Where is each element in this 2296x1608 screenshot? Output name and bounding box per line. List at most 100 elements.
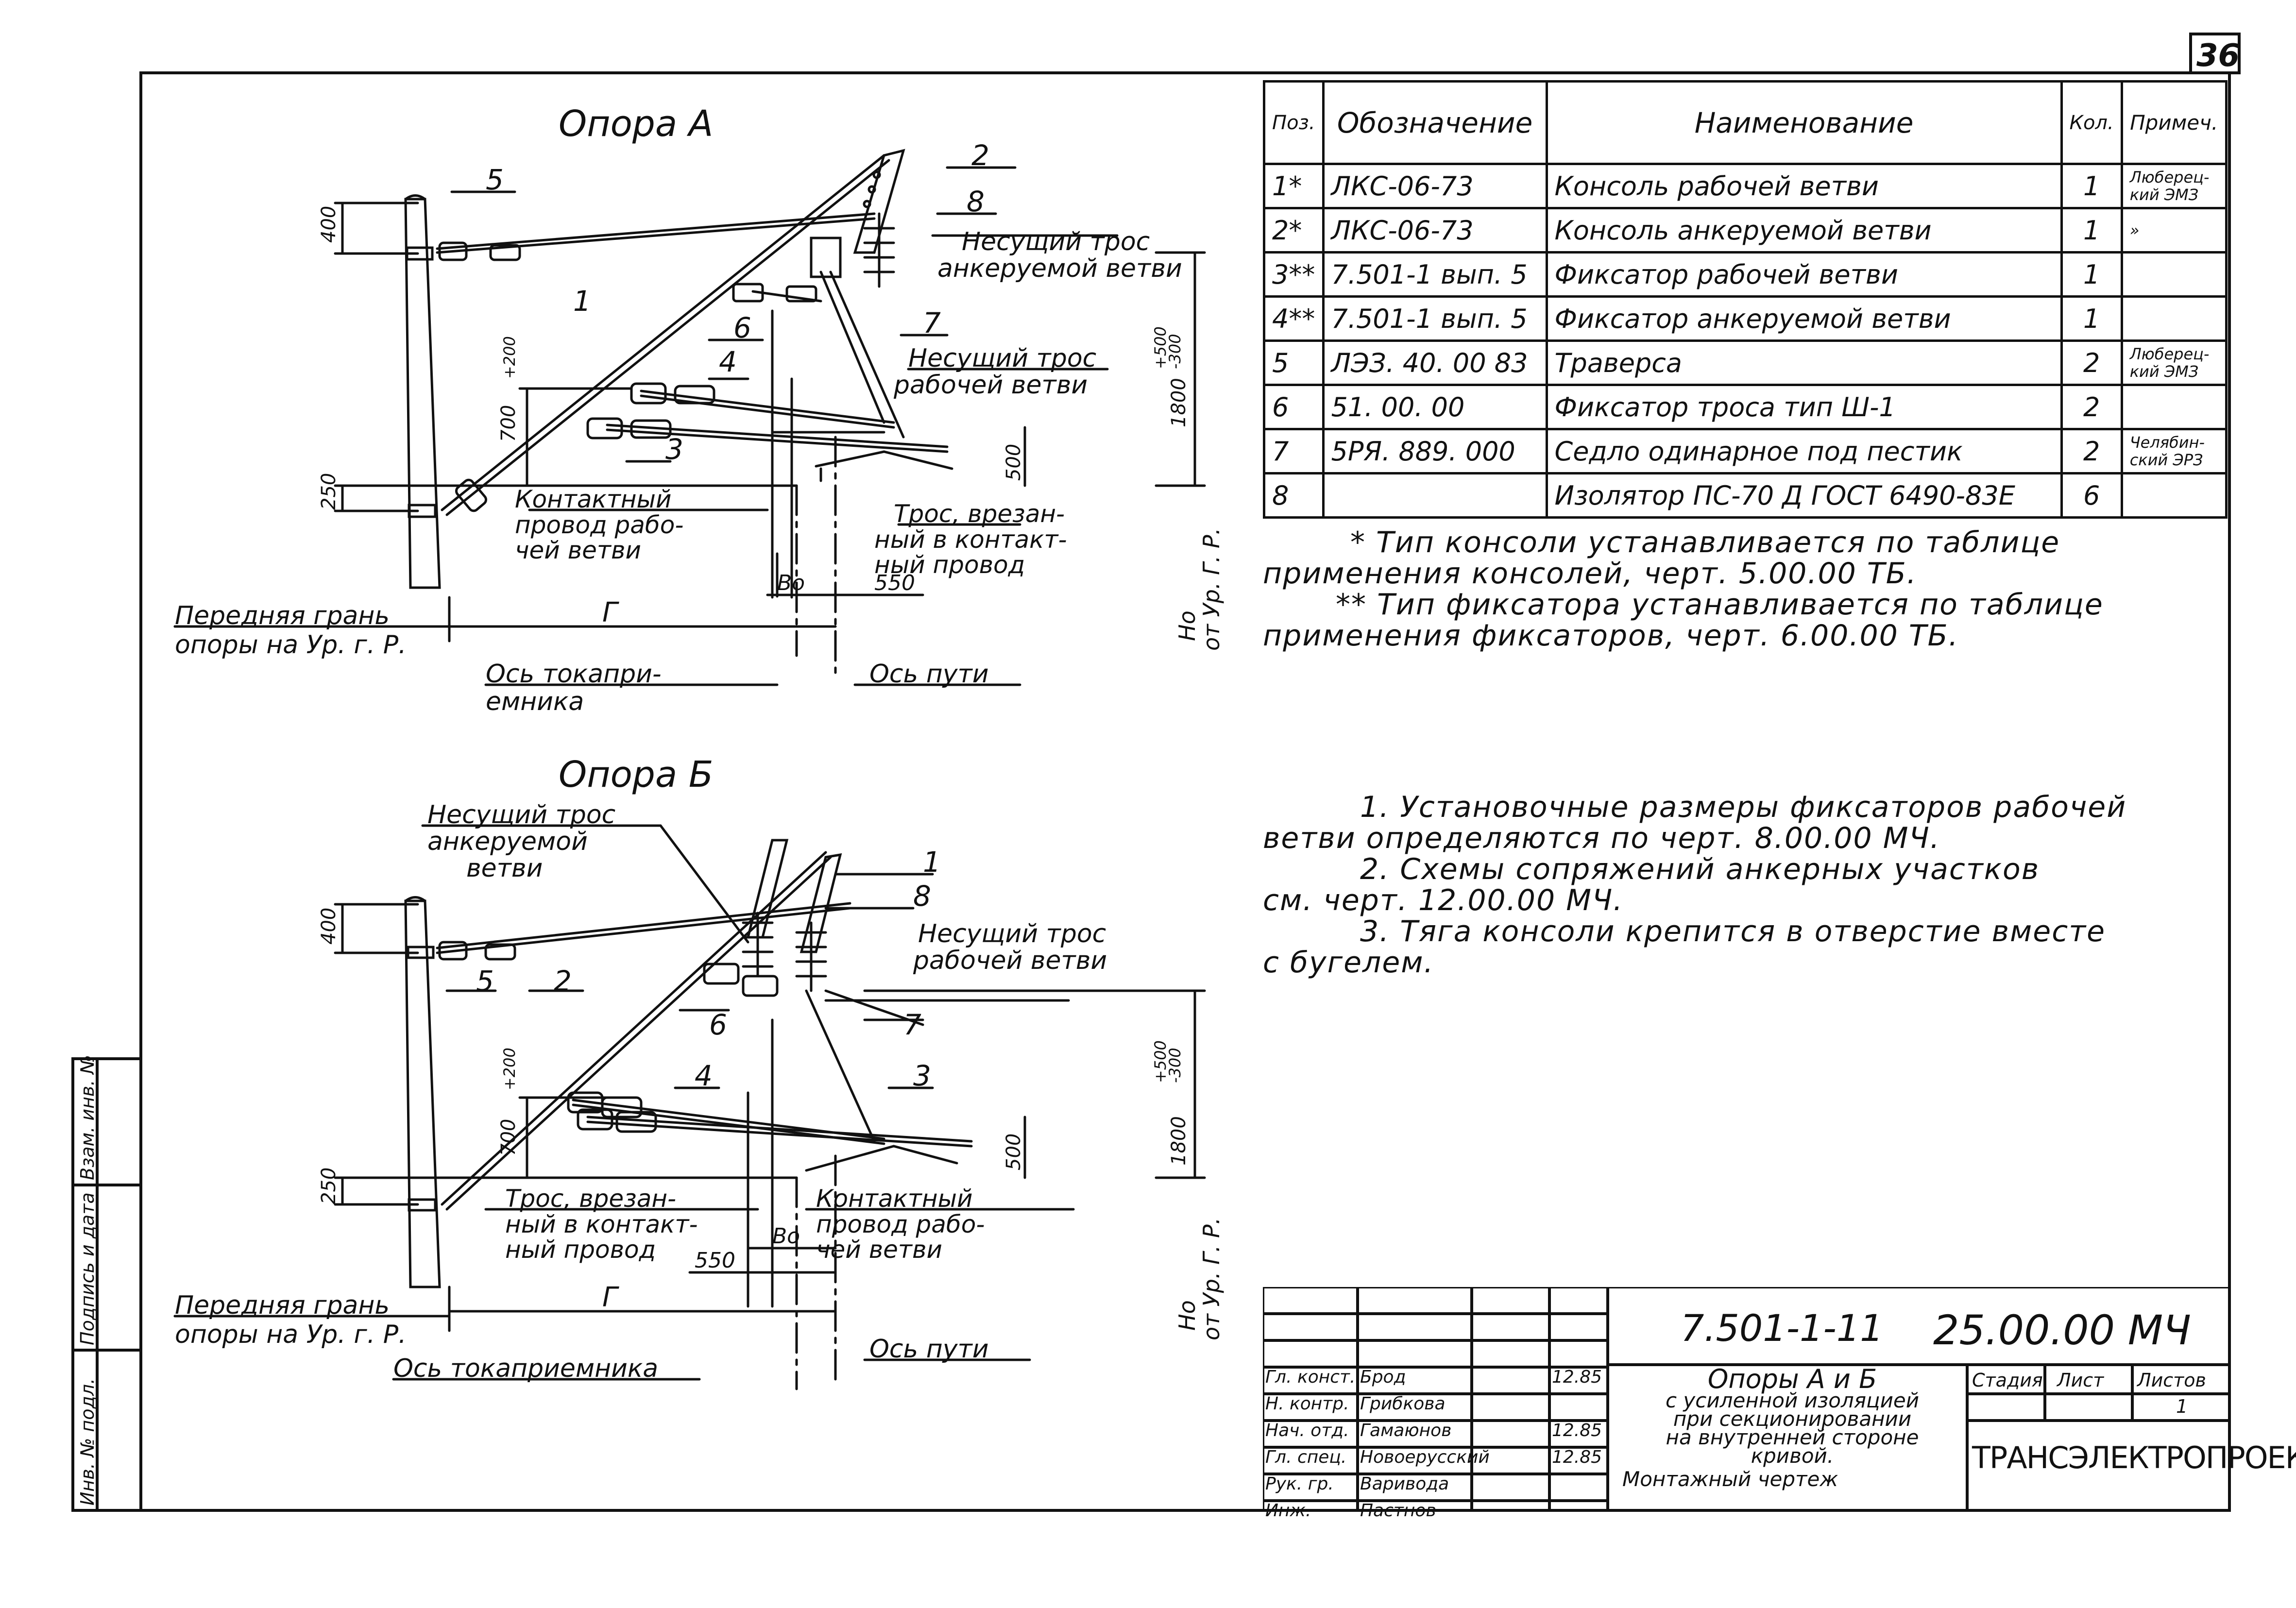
spec-code: ЛКС-06-73 bbox=[1322, 163, 1548, 209]
svg-text:Несущий трос: Несущий трос bbox=[908, 344, 1096, 373]
specification-table: Поз. Обозначение Наименование Кол. Приме… bbox=[1263, 80, 2228, 519]
svg-text:5: 5 bbox=[486, 163, 504, 196]
svg-text:8: 8 bbox=[913, 880, 931, 913]
svg-text:700: 700 bbox=[497, 1119, 520, 1156]
spec-pos: 8 bbox=[1263, 472, 1325, 519]
spec-pos: 7 bbox=[1263, 428, 1325, 474]
footnotes: * Тип консоли устанавливается по таблице… bbox=[1263, 527, 2210, 651]
note-line: 1. Установочные размеры фиксаторов рабоч… bbox=[1360, 790, 2127, 824]
svg-text:Контактный: Контактный bbox=[816, 1185, 973, 1213]
staff-role: Гл. конст. bbox=[1265, 1367, 1356, 1387]
spec-code bbox=[1322, 472, 1548, 519]
note-line: 3. Тяга консоли крепится в отверстие вме… bbox=[1360, 914, 2106, 948]
spec-name: Траверса bbox=[1545, 339, 2063, 386]
svg-text:ный провод: ный провод bbox=[505, 1236, 656, 1264]
sheet-number: 36 bbox=[2196, 38, 2240, 74]
doc-subtitle: Монтажный чертеж bbox=[1622, 1467, 1838, 1491]
svg-text:Передняя грань: Передняя грань bbox=[175, 1291, 390, 1320]
svg-text:ный провод: ный провод bbox=[874, 551, 1025, 579]
svg-text:700: 700 bbox=[497, 405, 520, 442]
svg-text:6: 6 bbox=[733, 311, 751, 344]
svg-text:Г: Г bbox=[602, 597, 619, 628]
doc-title-line: на внутренней стороне bbox=[1666, 1425, 1919, 1449]
footnote-line: применения фиксаторов, черт. 6.00.00 ТБ. bbox=[1263, 619, 1959, 653]
svg-text:7: 7 bbox=[903, 1008, 921, 1041]
sheets-value: 1 bbox=[2176, 1396, 2188, 1417]
note-line: 2. Схемы сопряжений анкерных участков bbox=[1360, 852, 2040, 886]
spec-pos: 2* bbox=[1263, 207, 1325, 254]
footnote-line: ** Тип фиксатора устанавливается по табл… bbox=[1336, 588, 2104, 622]
spec-pos: 1* bbox=[1263, 163, 1325, 209]
spec-note: Люберец-кий ЭМЗ bbox=[2120, 339, 2228, 386]
spec-note: » bbox=[2120, 207, 2228, 254]
svg-text:от Ур. Г. Р.: от Ур. Г. Р. bbox=[1198, 1218, 1225, 1340]
footnote-line: * Тип консоли устанавливается по таблице bbox=[1350, 525, 2060, 559]
note-line: см. черт. 12.00.00 МЧ. bbox=[1263, 883, 1624, 917]
staff-role: Нач. отд. bbox=[1265, 1421, 1349, 1440]
title-block bbox=[1263, 1287, 2229, 1510]
sheet-label: Лист bbox=[2057, 1370, 2104, 1391]
doc-number: 25.00.00 МЧ bbox=[1933, 1306, 2191, 1354]
spec-note bbox=[2120, 472, 2228, 519]
svg-text:1: 1 bbox=[923, 846, 941, 879]
svg-text:провод рабо-: провод рабо- bbox=[816, 1210, 985, 1238]
svg-text:-300: -300 bbox=[1166, 334, 1184, 369]
staff-name: Варивода bbox=[1360, 1474, 1449, 1494]
svg-text:-300: -300 bbox=[1166, 1048, 1184, 1083]
svg-text:Ось токапри-: Ось токапри- bbox=[486, 660, 662, 689]
spec-header-note: Примеч. bbox=[2120, 80, 2228, 165]
spec-name: Фиксатор анкеруемой ветви bbox=[1545, 295, 2063, 342]
spec-qty: 2 bbox=[2060, 428, 2123, 474]
support-b-title: Опора Б bbox=[559, 754, 714, 796]
svg-text:8: 8 bbox=[967, 185, 985, 218]
doc-title-line: с усиленной изоляцией bbox=[1665, 1388, 1920, 1412]
spec-qty: 2 bbox=[2060, 339, 2123, 386]
svg-text:чей ветви: чей ветви bbox=[816, 1236, 942, 1264]
svg-text:ный в контакт-: ный в контакт- bbox=[505, 1210, 698, 1238]
svg-text:7: 7 bbox=[923, 306, 941, 339]
spec-header-pos: Поз. bbox=[1263, 80, 1325, 165]
svg-text:3: 3 bbox=[913, 1059, 931, 1092]
spec-name: Консоль анкеруемой ветви bbox=[1545, 207, 2063, 254]
staff-name: Гамаюнов bbox=[1360, 1421, 1452, 1440]
svg-text:Несущий трос: Несущий трос bbox=[918, 919, 1106, 948]
svg-text:провод рабо-: провод рабо- bbox=[515, 511, 683, 539]
svg-text:рабочей ветви: рабочей ветви bbox=[913, 946, 1107, 975]
sidebar-sign-date: Подпись и дата bbox=[77, 1192, 98, 1345]
spec-name: Седло одинарное под пестик bbox=[1545, 428, 2063, 474]
spec-pos: 5 bbox=[1263, 339, 1325, 386]
staff-role: Н. контр. bbox=[1265, 1394, 1349, 1414]
svg-text:4: 4 bbox=[719, 345, 737, 378]
svg-text:250: 250 bbox=[318, 1168, 340, 1204]
svg-text:1800: 1800 bbox=[1168, 1116, 1190, 1166]
svg-text:Во: Во bbox=[772, 1224, 800, 1249]
svg-text:500: 500 bbox=[1003, 444, 1025, 481]
spec-header-code: Обозначение bbox=[1322, 80, 1548, 165]
sidebar-inv-orig: Инв. № подл. bbox=[77, 1378, 98, 1506]
svg-text:Несущий трос: Несущий трос bbox=[962, 227, 1150, 256]
staff-role: Рук. гр. bbox=[1265, 1474, 1334, 1494]
svg-text:емника: емника bbox=[486, 687, 584, 716]
svg-text:2: 2 bbox=[971, 139, 989, 172]
spec-note bbox=[2120, 295, 2228, 342]
svg-text:5: 5 bbox=[476, 965, 494, 998]
support-a-drawing: Опора А 5 2 8 1 6 7 4 3 Несущий трос анк… bbox=[173, 103, 1225, 716]
svg-text:1800: 1800 bbox=[1168, 378, 1190, 427]
staff-role: Инж. bbox=[1265, 1501, 1311, 1521]
staff-name: Пастнов bbox=[1360, 1501, 1436, 1521]
spec-header-qty: Кол. bbox=[2060, 80, 2123, 165]
spec-note: Челябин-ский ЭРЗ bbox=[2120, 428, 2228, 474]
svg-text:+500: +500 bbox=[1151, 1040, 1170, 1083]
staff-role: Гл. спец. bbox=[1265, 1447, 1347, 1467]
spec-note bbox=[2120, 384, 2228, 430]
svg-text:ветви: ветви bbox=[466, 854, 543, 883]
svg-text:опоры на Ур. г. Р.: опоры на Ур. г. Р. bbox=[175, 1320, 407, 1349]
spec-header-row: Поз. Обозначение Наименование Кол. Приме… bbox=[1263, 80, 2228, 165]
spec-note: Люберец-кий ЭМЗ bbox=[2120, 163, 2228, 209]
doc-title: Опоры А и Б с усиленной изоляцией при се… bbox=[1613, 1364, 1972, 1491]
doc-title-line: Опоры А и Б bbox=[1707, 1364, 1877, 1394]
spec-header-name: Наименование bbox=[1545, 80, 2063, 165]
